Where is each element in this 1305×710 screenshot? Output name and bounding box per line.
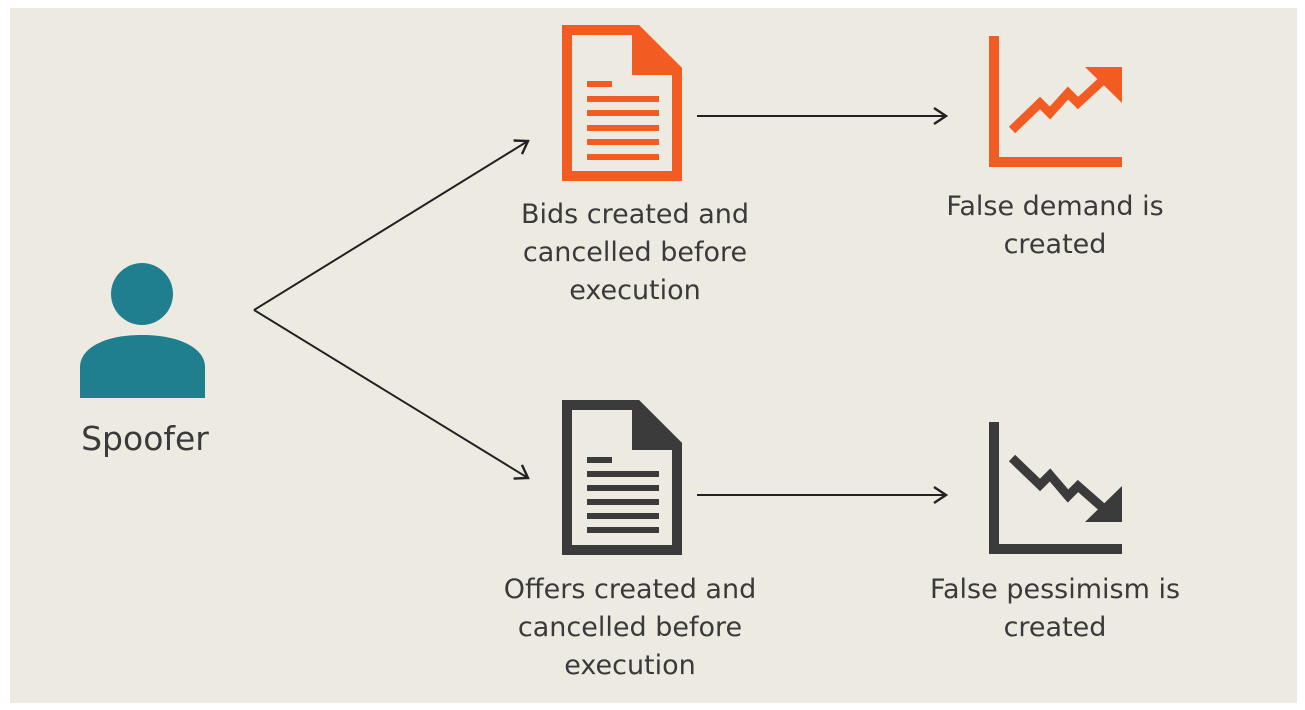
- bids-document-fold: [632, 30, 677, 75]
- bids-document-outline: [562, 25, 682, 181]
- false-demand-label: False demand is created: [946, 191, 1164, 260]
- rising-chart-icon: [989, 36, 1122, 167]
- falling-chart-arrowhead: [1085, 486, 1122, 522]
- spoofer-label: Spoofer: [81, 419, 209, 458]
- rising-chart-axes: [989, 36, 1122, 167]
- rising-chart-arrowhead: [1085, 67, 1122, 103]
- falling-chart-line: [1008, 454, 1106, 512]
- rising-chart-line: [1008, 76, 1107, 134]
- offers-document-outline: [562, 400, 682, 555]
- document-icon: [562, 400, 682, 555]
- document-icon: [562, 25, 682, 181]
- bids-label: Bids created and cancelled before execut…: [520, 199, 750, 306]
- person-body: [80, 335, 205, 398]
- false-pessimism-label: False pessimism is created: [929, 574, 1181, 643]
- spoofer-to-offers-arrow: [253, 309, 530, 480]
- falling-chart-axes: [989, 422, 1122, 554]
- falling-chart-icon: [989, 422, 1122, 554]
- offers-label: Offers created and cancelled before exec…: [503, 574, 757, 681]
- offers-document-lines: [587, 457, 659, 533]
- person-icon: [80, 263, 205, 398]
- diagram-panel: [10, 8, 1297, 703]
- offers-document-fold: [632, 405, 677, 450]
- spoofer-to-bids-arrow: [253, 139, 530, 311]
- connectors: [253, 107, 949, 504]
- bids-document-lines: [587, 81, 659, 160]
- person-head: [111, 263, 173, 325]
